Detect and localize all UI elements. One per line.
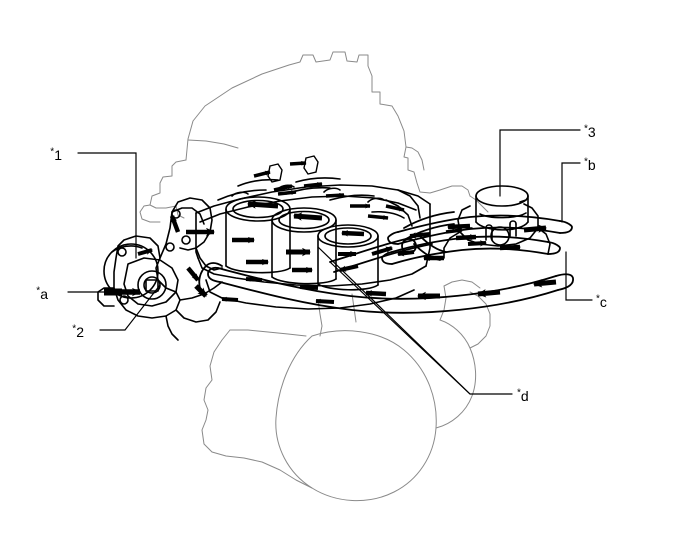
coolant-flow-arrows bbox=[104, 155, 557, 304]
callout-leader-lines bbox=[67, 129, 593, 395]
callout-label-star-c: *c bbox=[596, 294, 607, 310]
callout-text: d bbox=[520, 388, 529, 404]
callout-label-star-3: *3 bbox=[584, 124, 596, 140]
water-outlet-canister bbox=[443, 185, 551, 259]
leader-line-star-1 bbox=[77, 152, 137, 259]
asterisk-icon: * bbox=[72, 323, 77, 335]
asterisk-icon: * bbox=[36, 285, 41, 297]
leader-line-star-d bbox=[329, 261, 471, 395]
callout-text: b bbox=[587, 157, 596, 173]
callout-text: c bbox=[599, 294, 607, 310]
asterisk-icon: * bbox=[596, 293, 600, 305]
leader-line-star-c bbox=[565, 251, 593, 301]
callout-label-star-a: *a bbox=[36, 286, 48, 302]
asterisk-icon: * bbox=[50, 146, 55, 158]
ghost-engine-outline bbox=[139, 51, 491, 502]
leader-line-star-3 bbox=[499, 129, 581, 197]
asterisk-icon: * bbox=[584, 156, 588, 168]
cylinder-block-water-jacket bbox=[195, 177, 431, 310]
leader-line-star-b bbox=[561, 162, 581, 223]
callout-label-star-b: *b bbox=[584, 157, 596, 173]
callout-label-star-1: *1 bbox=[50, 147, 62, 163]
callout-text: a bbox=[40, 286, 48, 302]
asterisk-icon: * bbox=[584, 123, 588, 135]
leader-line-star-2 bbox=[99, 284, 161, 331]
callout-text: 1 bbox=[54, 147, 62, 163]
asterisk-icon: * bbox=[517, 387, 521, 399]
callout-label-star-d: *d bbox=[517, 388, 529, 404]
callout-text: 3 bbox=[587, 124, 596, 140]
callout-text: 2 bbox=[76, 324, 84, 340]
callout-label-star-2: *2 bbox=[72, 324, 84, 340]
